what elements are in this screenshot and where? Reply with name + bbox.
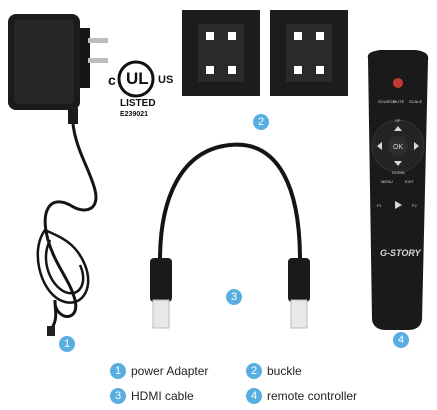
up-key: UP (395, 118, 401, 123)
ul-listed: LISTED (120, 98, 156, 109)
callout-badge-1: 1 (59, 336, 75, 352)
legend-label-4: remote controller (267, 389, 358, 403)
arrow-left-icon (377, 142, 382, 150)
adapter-prong-icon (88, 38, 108, 43)
scale-key: SCALE (409, 99, 422, 104)
down-key: DOWN (392, 170, 405, 175)
play-icon (395, 201, 402, 209)
callout-badge-4: 4 (393, 332, 409, 348)
ok-key: OK (393, 144, 403, 151)
legend-label-1: power Adapter (131, 364, 209, 378)
ul-us-mark: US (158, 74, 174, 86)
remote-brand: G-STORY (380, 248, 422, 258)
buckle-right (270, 10, 348, 96)
legend-label-2: buckle (267, 364, 302, 378)
ul-c-mark: c (108, 72, 116, 88)
arrow-up-icon (394, 126, 402, 131)
remote-controller: SOURCE MUTE SCALE UP OK DOWN MENU EXIT F… (367, 50, 429, 330)
power-adapter (8, 14, 108, 336)
power-button-icon (393, 78, 403, 88)
source-key: SOURCE (378, 99, 395, 104)
exit-key: EXIT (405, 179, 414, 184)
ul-file-number: E239021 (120, 111, 149, 118)
menu-key: MENU (381, 179, 393, 184)
ul-mark: UL (126, 69, 149, 88)
ul-logo-icon (117, 60, 155, 98)
callout-badge-2: 2 (253, 114, 269, 130)
callout-badge-3: 3 (226, 289, 242, 305)
legend-label-3: HDMI cable (131, 389, 194, 403)
legend-badge-2: 2 (246, 363, 262, 379)
f1-key: F1 (377, 203, 382, 208)
adapter-prong-icon (88, 58, 108, 63)
buckle-left (182, 10, 260, 96)
hdmi-cable (150, 142, 310, 329)
legend-badge-1: 1 (110, 363, 126, 379)
legend-badge-3: 3 (110, 388, 126, 404)
legend-badge-4: 4 (246, 388, 262, 404)
arrow-down-icon (394, 161, 402, 166)
mute-key: MUTE (393, 99, 405, 104)
arrow-right-icon (414, 142, 419, 150)
f2-key: F2 (412, 203, 417, 208)
